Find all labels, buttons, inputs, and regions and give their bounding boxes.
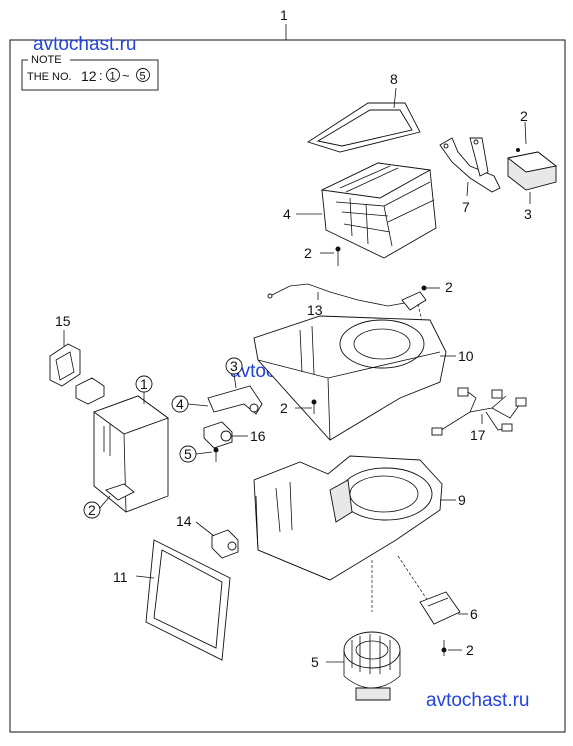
mid-case-part-10: [253, 315, 447, 441]
callout-3: 3: [230, 358, 238, 374]
callout-4: 4: [176, 396, 184, 412]
callout-7: 7: [462, 199, 470, 215]
callout-2: 2: [88, 502, 96, 518]
module-part-6: [419, 591, 461, 625]
callout-2: 2: [445, 279, 453, 295]
note-range-from: 1: [110, 71, 116, 83]
callout-5: 5: [311, 654, 319, 670]
watermark: avtochast.ru: [426, 690, 530, 711]
callout-2: 2: [520, 108, 528, 124]
callout-3: 3: [524, 206, 532, 222]
note-range-to-circle: [136, 68, 150, 82]
assembly-frame: [9, 39, 566, 733]
callout-13: 13: [307, 302, 323, 318]
callout-10: 10: [458, 348, 474, 364]
callout-2: 2: [466, 642, 474, 658]
wire-harness-part-17: [431, 387, 527, 436]
callout-2: 2: [280, 400, 288, 416]
watermark: avtochast.ru: [33, 34, 137, 55]
callout-17: 17: [470, 427, 486, 443]
callout-9: 9: [458, 492, 466, 508]
lower-case-part-9: [253, 455, 443, 581]
actuator-part-3: [506, 148, 558, 191]
link-part-7: [439, 137, 501, 193]
callout-2: 2: [304, 245, 312, 261]
assembly-number: 1: [280, 7, 288, 23]
note-assembly: 12: [81, 68, 97, 84]
note-sep: :: [99, 68, 103, 83]
note-heading: NOTE: [31, 54, 62, 66]
note-tilde: ~: [122, 68, 130, 83]
filter-frame-part-11: [145, 539, 231, 661]
note-range-from-circle: [106, 68, 120, 82]
callout-14: 14: [176, 513, 192, 529]
callout-5: 5: [184, 446, 192, 462]
callout-15: 15: [55, 313, 71, 329]
bracket-part-15: [49, 343, 105, 405]
callout-8: 8: [390, 71, 398, 87]
callout-11: 11: [113, 569, 128, 585]
gasket-part-8: [306, 102, 421, 153]
pipe-part-3: [207, 385, 263, 415]
upper-case-part-4: [320, 162, 437, 259]
callout-circle-2: [83, 501, 101, 519]
note-prefix: THE NO.: [27, 71, 72, 83]
cable-part-13: [267, 283, 411, 307]
valve-part-16: [203, 421, 233, 449]
blower-motor-part-5: [343, 631, 401, 701]
note-box: NOTE THE NO. 12 : 1 ~ 5: [21, 53, 159, 91]
note-range-to: 5: [140, 71, 146, 83]
callout-1: 1: [140, 376, 148, 392]
callout-6: 6: [470, 606, 478, 622]
resistor-part-14: [211, 529, 239, 559]
callout-16: 16: [250, 428, 266, 444]
callout-4: 4: [283, 206, 291, 222]
evaporator-part-1: [93, 395, 169, 513]
